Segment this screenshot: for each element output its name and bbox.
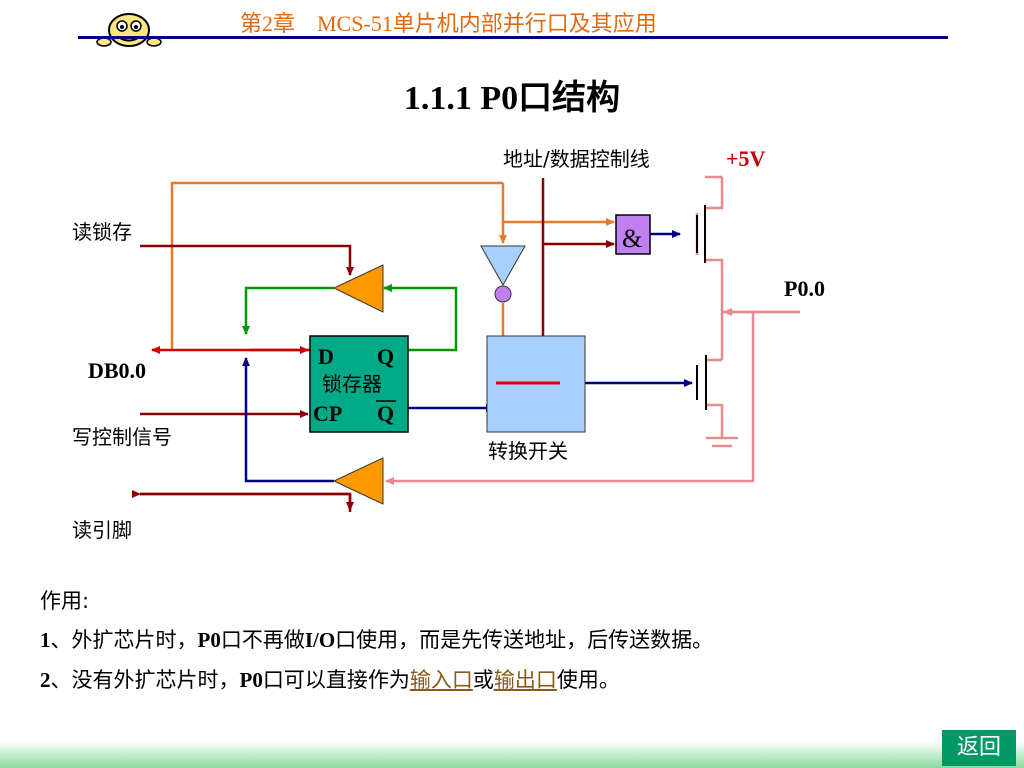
chapter-title: 第2章 MCS-51单片机内部并行口及其应用 <box>240 11 657 36</box>
wire-q-feedback <box>383 284 458 352</box>
line2-part-c: 使用。 <box>556 668 620 692</box>
line1-io: I/O <box>304 628 336 652</box>
latch-box <box>309 335 409 433</box>
addr-data-ctrl-label: 地址/数据控制线 <box>503 147 650 171</box>
description-line-1: 1、外扩芯片时，P0口不再做I/O口使用，而是先传送地址，后传送数据。 <box>40 624 713 654</box>
line2-p0: P0 <box>239 668 263 692</box>
function-heading: 作用: <box>40 589 90 613</box>
db-label: DB0.0 <box>88 358 146 383</box>
line2-num: 2 <box>40 668 51 692</box>
bottom-gradient-bar <box>0 742 1024 768</box>
latch-name: 锁存器 <box>322 372 382 396</box>
switch-label: 转换开关 <box>488 439 568 463</box>
latch-qbar: Q <box>377 401 394 426</box>
lower-fet <box>705 358 738 448</box>
wire-lower-buffer-out <box>242 357 334 483</box>
inverter <box>480 245 526 287</box>
slide-title: 1.1.1 P0口结构 <box>403 80 621 117</box>
and-symbol: & <box>622 224 642 253</box>
description-line-2: 2、没有外扩芯片时，P0口可以直接作为输入口或输出口使用。 <box>40 664 620 694</box>
wire-read-pin <box>132 490 352 512</box>
line2-part-a: 、没有外扩芯片时， <box>50 668 240 692</box>
and-gate <box>615 214 651 255</box>
vcc-label: +5V <box>726 146 766 171</box>
latch-q: Q <box>377 344 394 369</box>
back-button[interactable]: 返回 <box>942 730 1016 766</box>
wire-db-to-top <box>170 181 503 350</box>
wire-pin-feedback <box>385 312 755 485</box>
latch-d: D <box>318 344 334 369</box>
write-ctrl-label: 写控制信号 <box>72 425 172 449</box>
pin-label: P0.0 <box>784 276 825 301</box>
output-port-link[interactable]: 输出口 <box>493 668 557 692</box>
read-latch-buffer <box>332 264 384 313</box>
line1-part-a: 、外扩芯片时， <box>50 628 198 652</box>
input-port-link[interactable]: 输入口 <box>409 668 473 692</box>
header-rule <box>78 36 948 39</box>
line2-or: 或 <box>472 668 494 692</box>
line2-part-b: 口可以直接作为 <box>262 668 410 692</box>
read-latch-label: 读锁存 <box>72 220 132 244</box>
wire-upper-buffer-out <box>242 286 334 335</box>
line1-num: 1 <box>40 628 51 652</box>
read-pin-buffer <box>332 457 384 505</box>
latch-cp: CP <box>313 401 342 426</box>
line1-p0: P0 <box>197 628 221 652</box>
read-pin-label: 读引脚 <box>72 518 132 542</box>
upper-fet <box>695 175 724 360</box>
line1-part-c: 口使用，而是先传送地址，后传送数据。 <box>335 628 714 652</box>
wire-read-latch <box>140 244 354 276</box>
inverter-bubble <box>494 285 512 303</box>
line1-part-b: 口不再做 <box>220 628 305 652</box>
